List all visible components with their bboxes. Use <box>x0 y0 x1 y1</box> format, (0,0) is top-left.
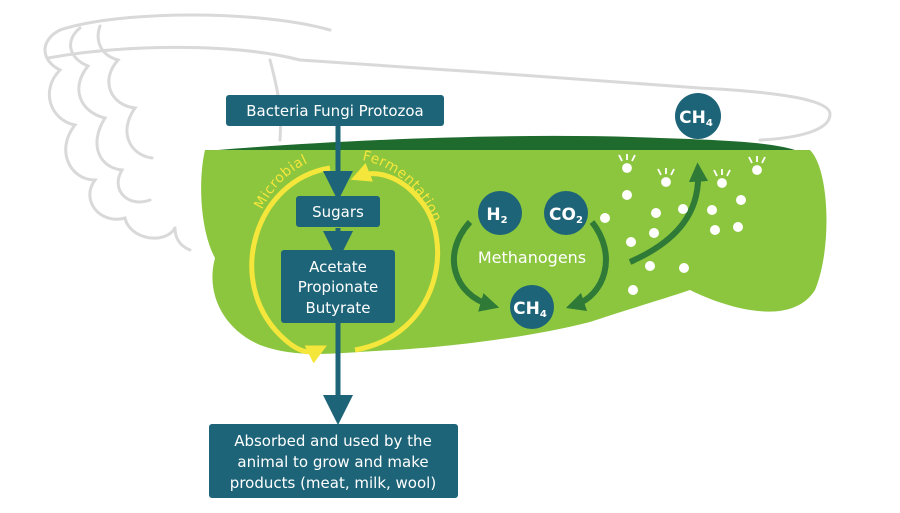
vfa-label-propionate: Propionate <box>298 278 378 296</box>
svg-text:H2: H2 <box>486 205 507 226</box>
svg-text:CO2: CO2 <box>549 205 583 226</box>
vfa-label-acetate: Acetate <box>309 258 367 276</box>
gas-bubble-icon <box>678 204 688 214</box>
burp-icon <box>748 156 766 175</box>
gas-bubble-icon <box>626 237 636 247</box>
sugars-label: Sugars <box>312 203 364 221</box>
h2-circle: H2 <box>478 191 522 235</box>
gas-bubbles <box>600 190 746 295</box>
microbes-box: Bacteria Fungi Protozoa <box>226 95 444 126</box>
absorbed-line-2: animal to grow and make <box>237 453 428 471</box>
gas-bubble-icon <box>707 205 717 215</box>
burp-icon <box>657 168 675 187</box>
burp-icon <box>713 169 731 188</box>
gas-bubble-icon <box>710 225 720 235</box>
gas-bubble-icon <box>649 228 659 238</box>
svg-text:CH4: CH4 <box>513 299 547 320</box>
gas-bubble-icon <box>622 190 632 200</box>
cycle-arc-right <box>350 163 441 353</box>
burp-icons <box>618 154 766 188</box>
ch4-product-circle: CH4 <box>510 285 554 329</box>
gas-bubble-icon <box>651 208 661 218</box>
burp-icon <box>618 154 636 173</box>
gas-bubble-icon <box>736 195 746 205</box>
svg-text:CH4: CH4 <box>679 108 713 129</box>
arrow-co2-to-ch4 <box>565 220 609 312</box>
microbes-label: Bacteria Fungi Protozoa <box>246 102 424 120</box>
methanogens-label: Methanogens <box>478 248 586 267</box>
absorbed-box: Absorbed and used by the animal to grow … <box>209 424 458 498</box>
sugars-box: Sugars <box>296 196 380 227</box>
gas-bubble-icon <box>600 213 610 223</box>
gas-bubble-icon <box>733 222 743 232</box>
arrow-h2-to-ch4 <box>451 219 500 312</box>
gas-bubble-icon <box>645 261 655 271</box>
arrow-ch4-escape <box>628 162 709 265</box>
absorbed-line-3: products (meat, milk, wool) <box>230 474 436 492</box>
gas-bubble-icon <box>628 285 638 295</box>
ch4-emitted-circle: CH4 <box>675 93 721 139</box>
gas-bubble-icon <box>679 263 689 273</box>
co2-circle: CO2 <box>544 191 588 235</box>
absorbed-line-1: Absorbed and used by the <box>234 432 432 450</box>
vfa-box: Acetate Propionate Butyrate <box>281 250 395 323</box>
vfa-label-butyrate: Butyrate <box>305 299 370 317</box>
methanogen-arrows <box>451 162 709 312</box>
cycle-arc-left <box>249 165 331 364</box>
